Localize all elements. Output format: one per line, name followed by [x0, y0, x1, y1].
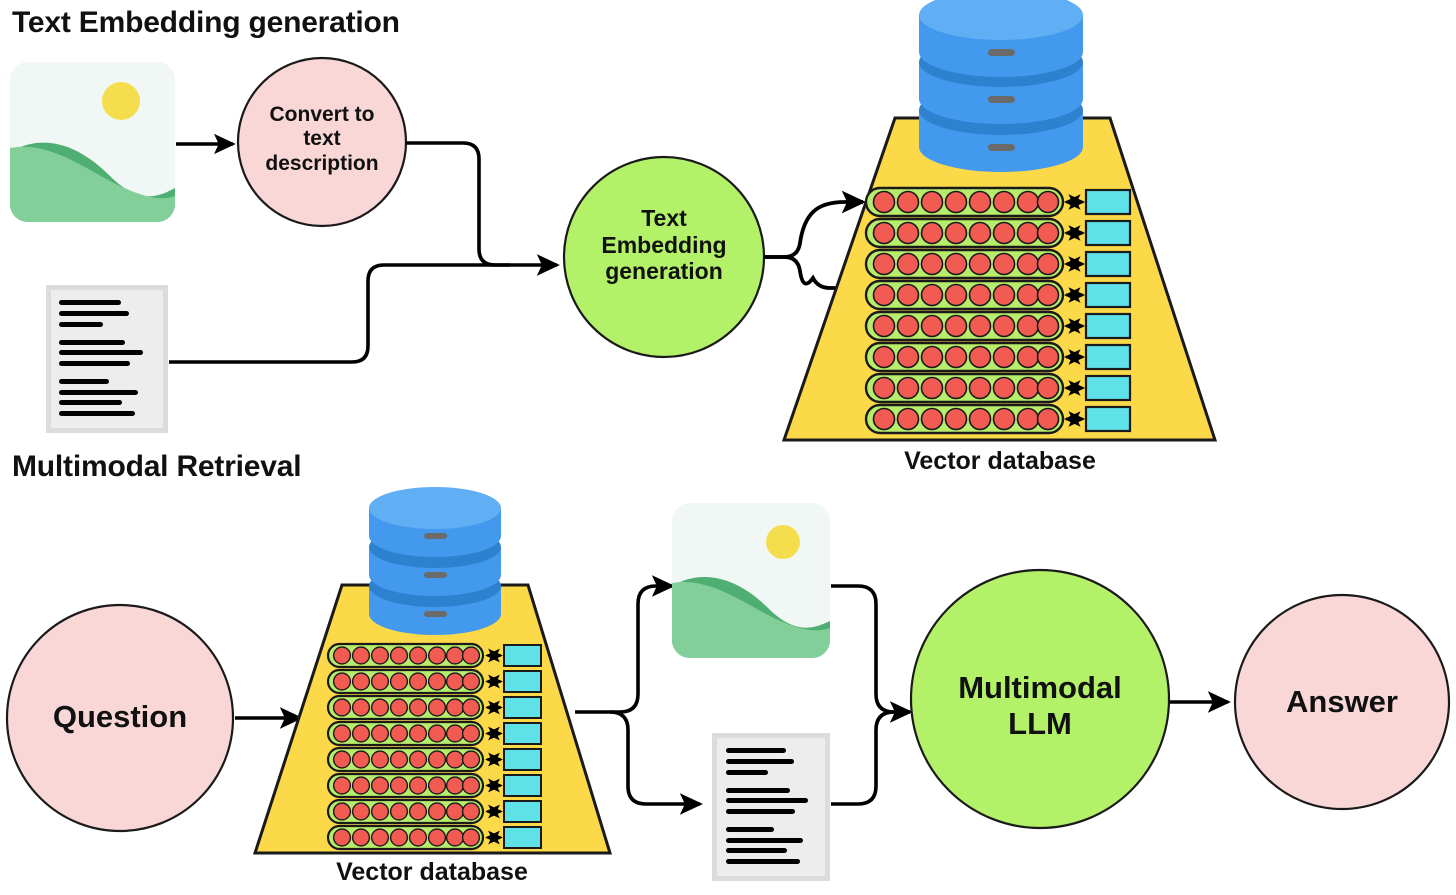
connector-document-to-llm: [831, 710, 895, 806]
database-cylinder-icon: [369, 487, 501, 635]
page-title-multimodal-retrieval: Multimodal Retrieval: [12, 450, 302, 483]
text-embedding-node[interactable]: [562, 155, 766, 359]
connector-embedding-to-vectordb-upper: [764, 190, 867, 259]
connector-image-to-llm: [831, 584, 913, 723]
vector-row: [864, 217, 1132, 249]
connector-embedding-to-vectordb-lower: [764, 255, 867, 300]
connector-vectordb-to-image: [575, 575, 675, 714]
vector-database-top[interactable]: [781, 0, 1218, 442]
image-placeholder-icon: [672, 503, 830, 658]
vector-row: [864, 248, 1132, 280]
vector-row: [864, 186, 1132, 218]
vector-row: [326, 694, 542, 721]
vector-row: [864, 403, 1132, 435]
database-cylinder-icon: [919, 0, 1083, 172]
question-node[interactable]: [5, 603, 235, 833]
answer-node[interactable]: [1233, 593, 1451, 811]
vector-database-caption-bottom: Vector database: [336, 858, 528, 886]
vector-row: [864, 310, 1132, 342]
document-icon: [712, 733, 830, 881]
vector-database-caption-top: Vector database: [904, 447, 1096, 475]
multimodal-llm-node[interactable]: [909, 568, 1171, 830]
document-icon: [46, 285, 168, 433]
vector-database-bottom[interactable]: [252, 487, 613, 855]
connector-convert-to-embedding: [406, 141, 560, 276]
connector-vectordb-to-document: [609, 710, 703, 815]
vector-row: [326, 746, 542, 773]
vector-row: [864, 372, 1132, 404]
vector-row: [326, 720, 542, 747]
vector-row: [326, 772, 542, 799]
vector-row: [864, 341, 1132, 373]
vector-row: [326, 824, 542, 851]
page-title-text-embedding-generation: Text Embedding generation: [12, 6, 400, 39]
image-placeholder-icon: [10, 62, 175, 222]
vector-rows-bottom: [326, 642, 542, 851]
vector-row: [326, 642, 542, 669]
vector-row: [864, 279, 1132, 311]
vector-row: [326, 668, 542, 695]
connector-document-to-embedding: [169, 263, 510, 364]
convert-to-text-node[interactable]: [236, 56, 408, 228]
vector-rows-top: [864, 186, 1132, 435]
vector-row: [326, 798, 542, 825]
